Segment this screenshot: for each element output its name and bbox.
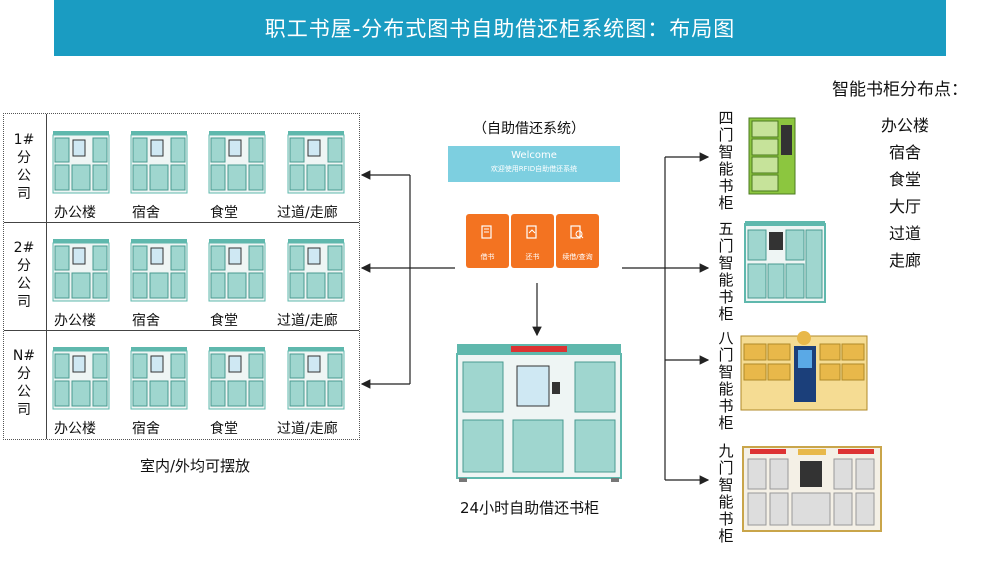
smart-cabinet-label: 九门智能书柜 bbox=[718, 442, 734, 545]
cabinet-icon bbox=[287, 239, 345, 302]
eight-door-cabinet bbox=[740, 331, 868, 411]
distribution-point: 办公楼 bbox=[880, 116, 929, 135]
distribution-point: 食堂 bbox=[888, 170, 921, 189]
location-label: 办公楼 bbox=[54, 421, 96, 437]
welcome-panel: Welcome 欢迎使用RFID自助借还系统 bbox=[448, 146, 620, 182]
branch-label-char: 分 bbox=[17, 258, 31, 274]
welcome-title: Welcome bbox=[511, 150, 557, 161]
branch-label-char: 公 bbox=[17, 168, 31, 184]
smart-cabinet-label: 五门智能书柜 bbox=[718, 220, 734, 323]
book-icon bbox=[481, 225, 492, 239]
grid-divider bbox=[4, 330, 359, 331]
location-label: 办公楼 bbox=[54, 313, 96, 329]
return-button[interactable]: 还书 bbox=[511, 214, 554, 268]
location-label: 宿舍 bbox=[132, 313, 160, 329]
branch-label-char: 公 bbox=[17, 384, 31, 400]
cabinet-icon bbox=[52, 239, 110, 302]
cabinet-icon bbox=[287, 347, 345, 410]
page-title: 职工书屋-分布式图书自助借还柜系统图：布局图 bbox=[264, 17, 736, 41]
welcome-subtitle: 欢迎使用RFID自助借还系统 bbox=[490, 165, 578, 173]
cabinet-icon bbox=[52, 347, 110, 410]
title-banner: 职工书屋-分布式图书自助借还柜系统图：布局图 bbox=[54, 0, 946, 56]
system-title: （自助借还系统） bbox=[473, 121, 585, 137]
cabinet-icon bbox=[208, 347, 266, 410]
search-book-icon bbox=[570, 225, 584, 239]
cabinet-icon bbox=[287, 131, 345, 194]
branch-label-char: 司 bbox=[17, 186, 31, 202]
borrow-label: 借书 bbox=[480, 253, 495, 261]
cabinet-icon bbox=[208, 131, 266, 194]
branch-label-char: 1# bbox=[13, 132, 35, 148]
distribution-title: 智能书柜分布点： bbox=[832, 80, 968, 100]
location-label: 过道/走廊 bbox=[277, 421, 338, 437]
distribution-point: 宿舍 bbox=[888, 143, 921, 162]
branch-label-char: 公 bbox=[17, 276, 31, 292]
return-label: 还书 bbox=[525, 253, 540, 261]
location-label: 办公楼 bbox=[54, 205, 96, 221]
return-book-icon bbox=[526, 225, 537, 239]
distribution-point: 走廊 bbox=[888, 251, 921, 270]
location-label: 食堂 bbox=[210, 313, 238, 329]
branch-label-char: N# bbox=[12, 348, 36, 364]
branch-label: N# 分公司 bbox=[3, 329, 45, 437]
distribution-point: 过道 bbox=[888, 224, 921, 243]
branch-label-char: 2# bbox=[13, 240, 35, 256]
cabinet-icon bbox=[130, 347, 188, 410]
location-label: 食堂 bbox=[210, 205, 238, 221]
indoor-outdoor-note: 室内/外均可摆放 bbox=[140, 457, 251, 475]
branch-label: 1# 分公司 bbox=[3, 113, 45, 221]
branch-label-char: 司 bbox=[17, 402, 31, 418]
distribution-point: 大厅 bbox=[888, 197, 921, 216]
cabinet-icon bbox=[52, 131, 110, 194]
four-door-cabinet bbox=[748, 117, 796, 195]
location-label: 过道/走廊 bbox=[277, 313, 338, 329]
grid-divider bbox=[4, 222, 359, 223]
main-24h-cabinet bbox=[456, 344, 622, 482]
branch-label-char: 分 bbox=[17, 366, 31, 382]
location-label: 过道/走廊 bbox=[277, 205, 338, 221]
smart-cabinet-label: 四门智能书柜 bbox=[718, 109, 734, 212]
location-label: 宿舍 bbox=[132, 421, 160, 437]
branch-label: 2# 分公司 bbox=[3, 221, 45, 329]
renew-query-button[interactable]: 续借/查询 bbox=[556, 214, 599, 268]
grid-divider bbox=[46, 114, 47, 439]
cabinet-icon bbox=[130, 239, 188, 302]
nine-door-cabinet bbox=[742, 446, 882, 532]
borrow-button[interactable]: 借书 bbox=[466, 214, 509, 268]
branch-label-char: 司 bbox=[17, 294, 31, 310]
location-label: 食堂 bbox=[210, 421, 238, 437]
cabinet-icon bbox=[208, 239, 266, 302]
smart-cabinet-label: 八门智能书柜 bbox=[718, 329, 734, 432]
branch-grid bbox=[3, 113, 360, 440]
renew-query-label: 续借/查询 bbox=[562, 253, 593, 261]
main-cabinet-label: 24小时自助借还书柜 bbox=[460, 499, 600, 517]
cabinet-icon bbox=[130, 131, 188, 194]
five-door-cabinet bbox=[744, 221, 826, 303]
branch-label-char: 分 bbox=[17, 150, 31, 166]
location-label: 宿舍 bbox=[132, 205, 160, 221]
